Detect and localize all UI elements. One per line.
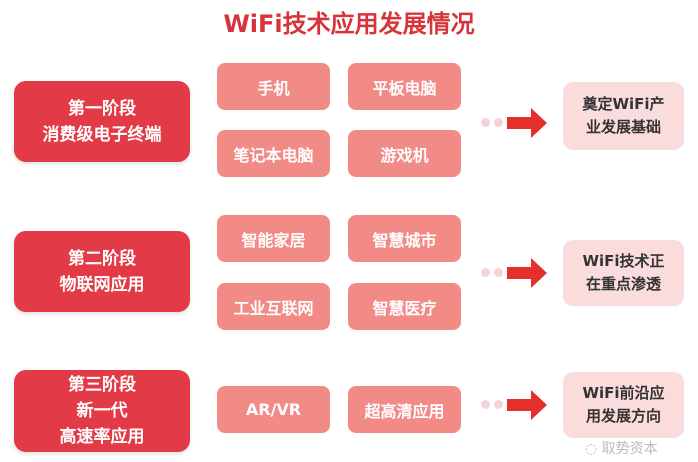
watermark-text: 取势资本 [601, 441, 658, 457]
item-box: 工业互联网 [217, 283, 330, 330]
wechat-icon: ◌ [585, 441, 602, 457]
right-arrow-icon [507, 108, 547, 138]
connector-dot [494, 118, 503, 127]
item-box: 手机 [217, 63, 330, 110]
stage-desc: 高速率应用 [59, 427, 145, 447]
connector-dot [494, 400, 503, 409]
outcome-box: 奠定WiFi产 业发展基础 [563, 82, 684, 150]
item-box: AR/VR [217, 386, 330, 433]
item-box: 平板电脑 [348, 63, 461, 110]
outcome-text: 在重点渗透 [585, 275, 661, 293]
diagram-title: WiFi技术应用发展情况 [223, 10, 475, 38]
outcome-text: 奠定WiFi产 [582, 95, 665, 113]
item-box: 智能家居 [217, 215, 330, 262]
stage-1-box: 第一阶段 消费级电子终端 [14, 81, 190, 162]
outcome-text: 业发展基础 [585, 118, 661, 136]
outcome-box: WiFi技术正 在重点渗透 [563, 240, 684, 306]
outcome-text: 用发展方向 [585, 407, 661, 425]
watermark: ◌ 取势资本 [585, 438, 658, 458]
item-box: 超高清应用 [348, 386, 461, 433]
stage-label: 第二阶段 [68, 248, 136, 269]
outcome-box: WiFi前沿应 用发展方向 [563, 372, 684, 438]
stage-3-box: 第三阶段 新一代 高速率应用 [14, 370, 190, 452]
connector-dot [481, 400, 490, 409]
connector-dot [481, 118, 490, 127]
item-box: 游戏机 [348, 130, 461, 177]
item-box: 智慧城市 [348, 215, 461, 262]
stage-desc: 物联网应用 [59, 274, 145, 295]
stage-2-box: 第二阶段 物联网应用 [14, 231, 190, 312]
item-box: 智慧医疗 [348, 283, 461, 330]
outcome-text: WiFi技术正 [582, 252, 665, 270]
item-box: 笔记本电脑 [217, 130, 330, 177]
right-arrow-icon [507, 390, 547, 420]
stage-desc: 新一代 [76, 401, 128, 421]
stage-label: 第一阶段 [68, 98, 136, 119]
right-arrow-icon [507, 258, 547, 288]
stage-label: 第三阶段 [68, 375, 136, 395]
connector-dot [481, 268, 490, 277]
stage-desc: 消费级电子终端 [42, 124, 162, 145]
outcome-text: WiFi前沿应 [582, 384, 665, 402]
connector-dot [494, 268, 503, 277]
